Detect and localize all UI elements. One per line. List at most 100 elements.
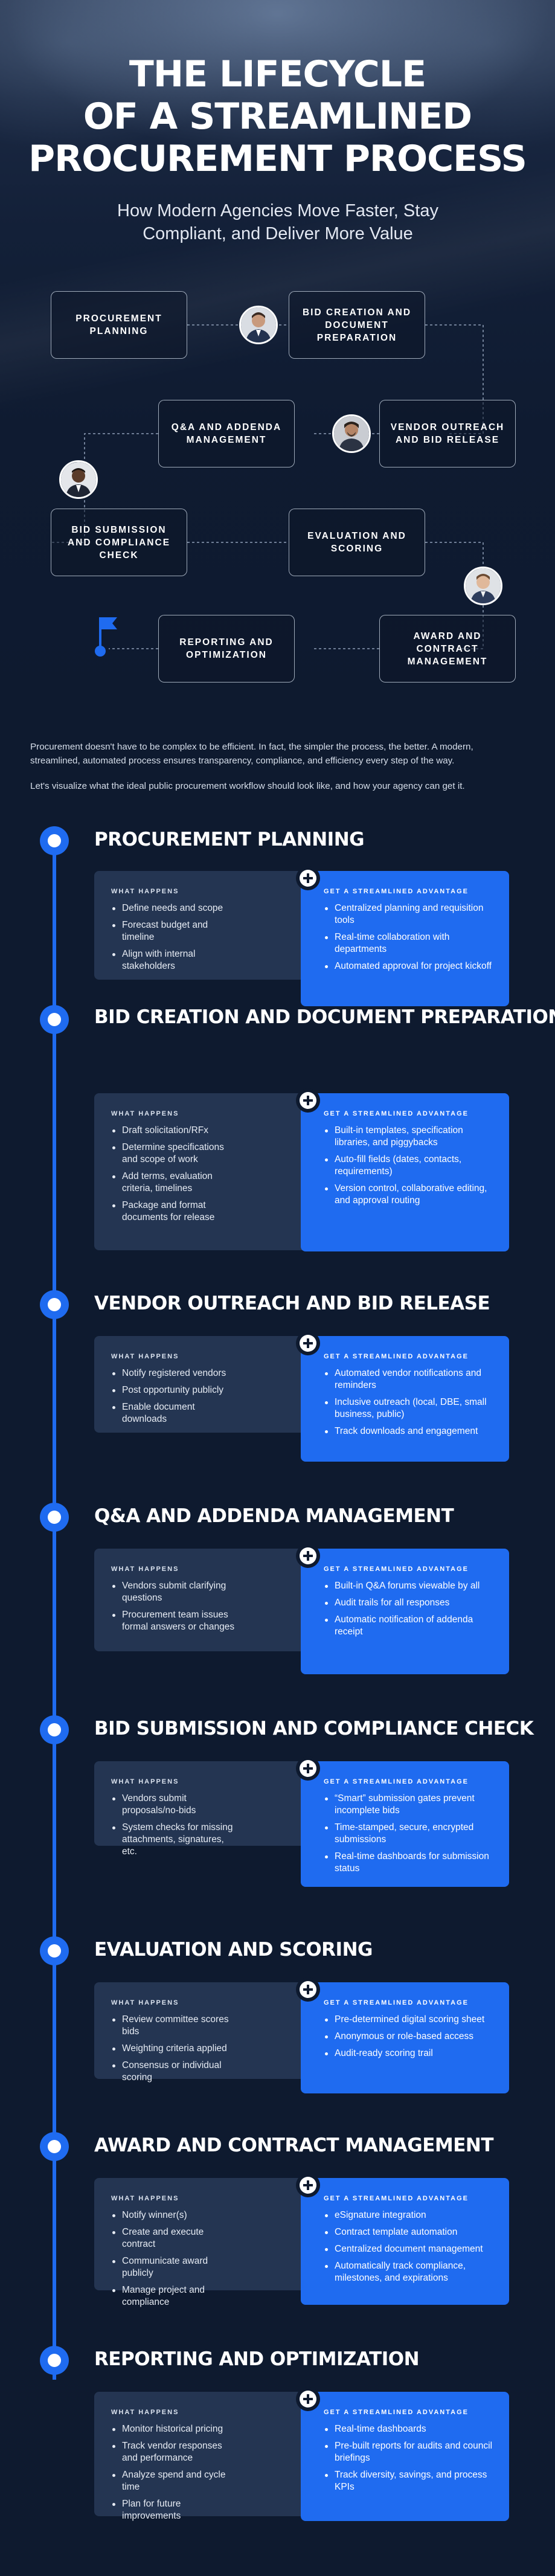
section-title: Vendor Outreach and Bid Release xyxy=(94,1293,490,1314)
plus-icon xyxy=(296,1088,320,1113)
page-title: The Lifecycle of a Streamlined Procureme… xyxy=(0,53,555,180)
list-item: Real-time collaboration with departments xyxy=(324,931,496,956)
list-item: Centralized planning and requisition too… xyxy=(324,902,496,927)
advantage-card: GET A STREAMLINED ADVANTAGE Built-in tem… xyxy=(296,1088,509,1251)
advantage-label: GET A STREAMLINED ADVANTAGE xyxy=(324,2409,469,2416)
section-title: Bid Creation and Document Preparation xyxy=(94,1006,555,1028)
list-item: Consensus or individual scoring xyxy=(111,2060,238,2084)
list-item: Built-in Q&A forums viewable by all xyxy=(324,1580,496,1592)
list-item: Pre-determined digital scoring sheet xyxy=(324,2014,496,2026)
flow-box-bid-creation: BID CREATION AND DOCUMENT PREPARATION xyxy=(289,291,425,359)
timeline-dot xyxy=(40,2346,69,2375)
timeline-dot xyxy=(40,1936,69,1965)
process-flow-diagram: PROCUREMENT PLANNING BID CREATION AND DO… xyxy=(0,284,555,707)
what-happens-card: WHAT HAPPENS Vendors submit clarifying q… xyxy=(94,1549,312,1651)
list-item: Determine specifications and scope of wo… xyxy=(111,1142,238,1166)
intro-paragraph-2: Let's visualize what the ideal public pr… xyxy=(30,781,465,791)
list-item: Procurement team issues formal answers o… xyxy=(111,1609,238,1633)
what-happens-card: WHAT HAPPENS Notify winner(s) Create and… xyxy=(94,2178,312,2307)
list-item: Audit trails for all responses xyxy=(324,1597,496,1609)
person-avatar-icon xyxy=(464,567,502,605)
list-item: Notify winner(s) xyxy=(111,2209,238,2221)
flow-box-bid-submission: BID SUBMISSION AND COMPLIANCE CHECK xyxy=(51,509,187,576)
flag-icon xyxy=(95,617,117,657)
list-item: Analyze spend and cycle time xyxy=(111,2469,238,2493)
flow-box-award-contract: AWARD AND CONTRACT MANAGEMENT xyxy=(379,615,516,683)
title-line-3: Procurement Process xyxy=(28,138,527,180)
advantage-label: GET A STREAMLINED ADVANTAGE xyxy=(324,2195,469,2202)
list-item: Track diversity, savings, and process KP… xyxy=(324,2469,496,2493)
plus-icon xyxy=(296,1977,320,2002)
intro-paragraph-1: Procurement doesn't have to be complex t… xyxy=(30,742,473,766)
person-avatar-icon xyxy=(332,414,371,453)
list-item: Monitor historical pricing xyxy=(111,2423,238,2435)
what-happens-label: WHAT HAPPENS xyxy=(111,1353,179,1360)
what-happens-label: WHAT HAPPENS xyxy=(111,1566,179,1573)
plus-icon xyxy=(296,1331,320,1355)
what-happens-card: WHAT HAPPENS Vendors submit proposals/no… xyxy=(94,1761,312,1857)
list-item: Automated vendor notifications and remin… xyxy=(324,1367,496,1392)
plus-icon xyxy=(296,2173,320,2197)
advantage-card: GET A STREAMLINED ADVANTAGE Pre-determin… xyxy=(296,1977,509,2093)
list-item: Enable document downloads xyxy=(111,1401,238,1425)
title-line-2: of a Streamlined xyxy=(83,95,472,138)
timeline-line xyxy=(53,840,56,2380)
advantage-label: GET A STREAMLINED ADVANTAGE xyxy=(324,1110,469,1117)
road-highlight xyxy=(0,109,555,423)
what-happens-label: WHAT HAPPENS xyxy=(111,1999,179,2006)
list-item: Forecast budget and timeline xyxy=(111,919,238,943)
advantage-card: GET A STREAMLINED ADVANTAGE Built-in Q&A… xyxy=(296,1544,509,1674)
list-item: Plan for future improvements xyxy=(111,2498,238,2522)
what-happens-card: WHAT HAPPENS Define needs and scope Fore… xyxy=(94,871,312,980)
advantage-label: GET A STREAMLINED ADVANTAGE xyxy=(324,1353,469,1360)
plus-icon xyxy=(296,1544,320,1568)
what-happens-label: WHAT HAPPENS xyxy=(111,1778,179,1785)
section-title: Bid Submission and Compliance Check xyxy=(94,1718,534,1739)
what-happens-card: WHAT HAPPENS Monitor historical pricing … xyxy=(94,2392,312,2521)
flow-box-reporting: REPORTING AND OPTIMIZATION xyxy=(158,615,295,683)
list-item: Align with internal stakeholders xyxy=(111,948,238,972)
list-item: Vendors submit clarifying questions xyxy=(111,1580,238,1604)
timeline-dot xyxy=(40,1715,69,1744)
timeline-dot xyxy=(40,1005,69,1034)
what-happens-card: WHAT HAPPENS Draft solicitation/RFx Dete… xyxy=(94,1093,312,1250)
list-item: Track downloads and engagement xyxy=(324,1425,496,1437)
list-item: Automatically track compliance, mileston… xyxy=(324,2260,496,2284)
list-item: Automated approval for project kickoff xyxy=(324,960,496,972)
list-item: Post opportunity publicly xyxy=(111,1384,238,1396)
list-item: Anonymous or role-based access xyxy=(324,2031,496,2043)
timeline-dot xyxy=(40,1290,69,1319)
what-happens-card: WHAT HAPPENS Review committee scores bid… xyxy=(94,1982,312,2083)
list-item: Notify registered vendors xyxy=(111,1367,238,1380)
advantage-card: GET A STREAMLINED ADVANTAGE Centralized … xyxy=(296,866,509,1006)
list-item: Define needs and scope xyxy=(111,902,238,914)
flow-box-qa-addenda: Q&A AND ADDENDA MANAGEMENT xyxy=(158,400,295,467)
flow-box-vendor-outreach: VENDOR OUTREACH AND BID RELEASE xyxy=(379,400,516,467)
list-item: Built-in templates, specification librar… xyxy=(324,1125,496,1149)
flow-box-evaluation: EVALUATION AND SCORING xyxy=(289,509,425,576)
list-item: Draft solicitation/RFx xyxy=(111,1125,238,1137)
list-item: System checks for missing attachments, s… xyxy=(111,1822,238,1858)
what-happens-label: WHAT HAPPENS xyxy=(111,2195,179,2202)
list-item: Manage project and compliance xyxy=(111,2284,238,2308)
list-item: Version control, collaborative editing, … xyxy=(324,1183,496,1207)
page-subtitle: How Modern Agencies Move Faster, Stay Co… xyxy=(117,201,438,243)
section-title: Award and Contract Management xyxy=(94,2134,494,2156)
advantage-card: GET A STREAMLINED ADVANTAGE Automated ve… xyxy=(296,1331,509,1462)
list-item: Track vendor responses and performance xyxy=(111,2440,238,2464)
list-item: “Smart” submission gates prevent incompl… xyxy=(324,1793,496,1817)
advantage-label: GET A STREAMLINED ADVANTAGE xyxy=(324,1778,469,1785)
list-item: Auto-fill fields (dates, contacts, requi… xyxy=(324,1154,496,1178)
section-title: Q&A and Addenda Management xyxy=(94,1505,454,1527)
person-avatar-icon xyxy=(59,460,98,499)
list-item: Real-time dashboards xyxy=(324,2423,496,2435)
list-item: Vendors submit proposals/no-bids xyxy=(111,1793,238,1817)
list-item: Package and format documents for release xyxy=(111,1200,238,1224)
list-item: Automatic notification of addenda receip… xyxy=(324,1614,496,1638)
list-item: Audit-ready scoring trail xyxy=(324,2048,496,2060)
advantage-label: GET A STREAMLINED ADVANTAGE xyxy=(324,888,469,895)
timeline-dot xyxy=(40,1503,69,1532)
what-happens-label: WHAT HAPPENS xyxy=(111,888,179,895)
list-item: Time-stamped, secure, encrypted submissi… xyxy=(324,1822,496,1846)
timeline-dot xyxy=(40,826,69,855)
